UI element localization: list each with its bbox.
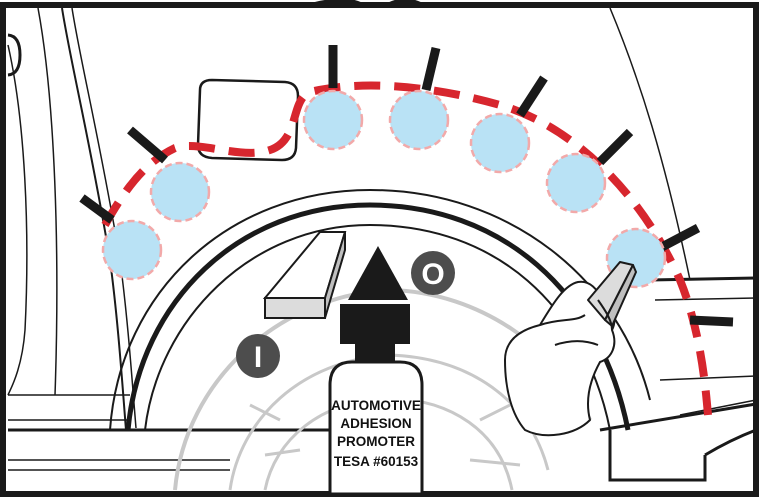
top-notch [315,2,420,6]
adhesion-promoter-bottle: AUTOMOTIVE ADHESION PROMOTER TESA #60153 [330,362,422,494]
step-marker-out-label: O [421,258,444,291]
mount-point [471,114,529,172]
bottle-label-line-4: TESA #60153 [334,454,419,469]
mount-point [151,163,209,221]
step-marker-in: I [236,334,280,378]
bottle-label-line-2: ADHESION [340,416,411,431]
mount-point [547,154,605,212]
bottle-label-line-3: PROMOTER [337,434,415,449]
bottle-label-line-1: AUTOMOTIVE [331,398,421,413]
mount-point [390,91,448,149]
step-marker-in-label: I [254,341,262,374]
step-marker-out: O [411,251,455,295]
mount-point [304,91,362,149]
tick-mark [690,320,733,322]
mount-point [103,221,161,279]
